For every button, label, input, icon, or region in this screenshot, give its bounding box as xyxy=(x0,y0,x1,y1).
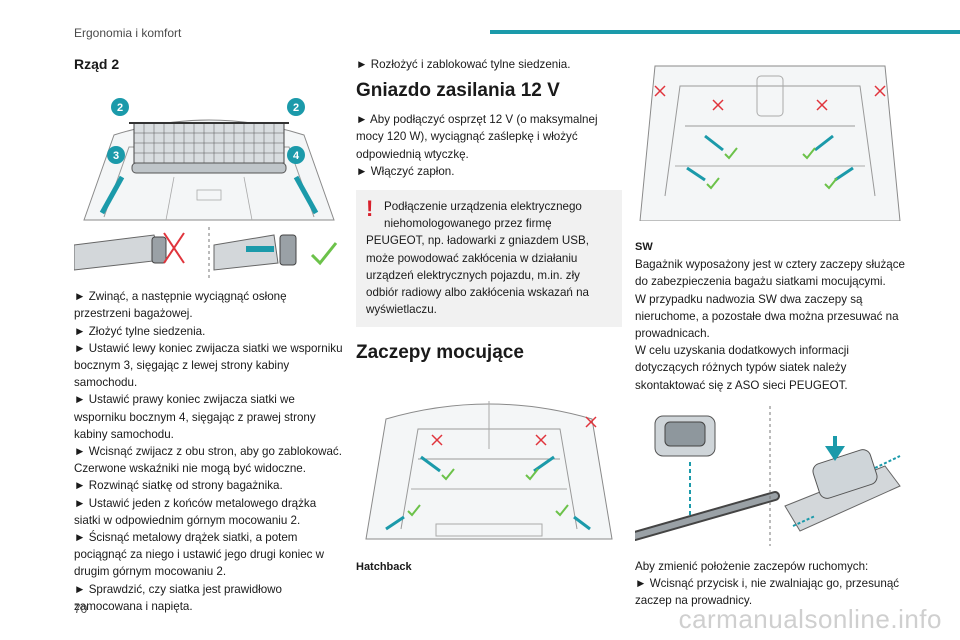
hatchback-hooks-svg xyxy=(365,401,613,540)
power-socket-heading: Gniazdo zasilania 12 V xyxy=(356,80,560,102)
callout-2-left-label: 2 xyxy=(117,102,123,114)
move-intro: Aby zmienić położenie zaczepów ruchomych… xyxy=(635,559,869,573)
step-8: ► Ścisnąć metalowy drążek siatki, a pote… xyxy=(74,531,325,579)
sw-label: SW xyxy=(635,241,653,253)
callout-2-right-label: 2 xyxy=(293,102,299,114)
row2-steps: ► Zwinąć, a następnie wyciągnąć osłonę p… xyxy=(74,288,344,615)
seats-step: ► Rozłożyć i zablokować tylne siedzenia. xyxy=(356,58,571,71)
sw-hooks-svg xyxy=(639,65,901,222)
callout-3: 3 xyxy=(107,146,125,165)
sw-paragraph-1: Bagażnik wyposażony jest w cztery zaczep… xyxy=(635,258,905,289)
column-left: Rząd 2 2 xyxy=(73,56,344,615)
sw-paragraph-2: W przypadku nadwozia SW dwa zaczepy są n… xyxy=(635,292,899,341)
step-2: ► Złożyć tylne siedzenia. xyxy=(74,324,206,338)
move-step: ► Wcisnąć przycisk i, nie zwalniając go,… xyxy=(635,577,900,608)
step-1: ► Zwinąć, a następnie wyciągnąć osłonę p… xyxy=(74,290,287,321)
sliding-hook-illustration xyxy=(630,405,905,546)
callout-3-label: 3 xyxy=(113,150,119,162)
callout-2-right: 2 xyxy=(287,98,305,117)
column-middle: ► Rozłożyć i zablokować tylne siedzenia.… xyxy=(356,56,622,577)
callout-4-label: 4 xyxy=(293,150,300,162)
sw-text: SW Bagażnik wyposażony jest w cztery zac… xyxy=(635,239,905,394)
cargo-net-installation-illustration: 2 2 3 4 xyxy=(73,85,344,281)
warning-exclamation-icon: ! xyxy=(366,196,374,222)
hatchback-hooks-illustration xyxy=(356,379,622,550)
ok-checkmark xyxy=(310,242,338,266)
step-9: ► Sprawdzić, czy siatka jest prawidłowo … xyxy=(74,582,282,613)
step-7: ► Ustawić jeden z końców metalowego drąż… xyxy=(74,496,317,527)
step-4: ► Ustawić prawy koniec zwijacza siatki w… xyxy=(74,393,316,441)
sw-paragraph-3: W celu uzyskania dodatkowych informacji … xyxy=(635,344,849,392)
step-6: ► Rozwinąć siatkę od strony bagażnika. xyxy=(74,479,283,493)
move-hook-text: Aby zmienić położenie zaczepów ruchomych… xyxy=(635,558,905,610)
power-step-1: ► Aby podłączyć osprzęt 12 V (o maksymal… xyxy=(356,113,598,161)
power-step-2: ► Włączyć zapłon. xyxy=(356,164,455,178)
warning-text-rest: PEUGEOT, np. ładowarki z gniazdem USB, m… xyxy=(366,234,589,317)
cargo-net-svg: 2 2 3 4 xyxy=(73,98,338,281)
callout-4: 4 xyxy=(287,146,305,165)
callout-2-left: 2 xyxy=(111,98,129,117)
hooks-heading: Zaczepy mocujące xyxy=(356,342,524,364)
warning-text-first: Podłączenie urządzenia elektrycznego nie… xyxy=(384,200,582,231)
step-3: ► Ustawić lewy koniec zwijacza siatki we… xyxy=(74,341,343,390)
section-title: Ergonomia i komfort xyxy=(74,26,182,40)
watermark: carmanualsonline.info xyxy=(678,604,942,634)
sliding-hook-svg xyxy=(630,405,901,546)
sw-hooks-illustration xyxy=(635,56,905,222)
step-5: ► Wcisnąć zwijacz z obu stron, aby go za… xyxy=(74,445,342,476)
header-accent-bar xyxy=(490,30,960,34)
page-number: 70 xyxy=(74,602,88,616)
row2-heading: Rząd 2 xyxy=(74,56,120,72)
hatchback-caption: Hatchback xyxy=(356,561,412,574)
warning-box: ! Podłączenie urządzenia elektrycznego n… xyxy=(356,190,622,328)
column-right: SW Bagażnik wyposażony jest w cztery zac… xyxy=(630,56,905,610)
